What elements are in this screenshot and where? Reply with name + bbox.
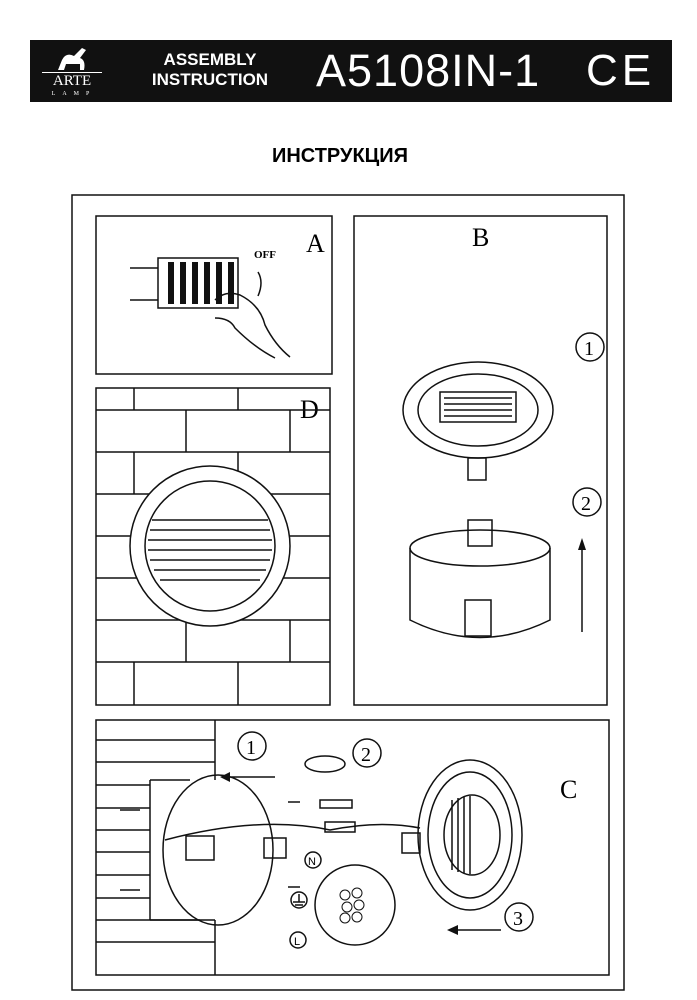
outer-frame	[71, 194, 625, 991]
rotate-icon	[304, 755, 346, 773]
step-1-badge: 1	[584, 338, 594, 360]
live-label: L	[294, 936, 300, 948]
assembly-line1: ASSEMBLY	[163, 50, 257, 69]
arrow-down-icon	[257, 271, 262, 297]
neutral-label: N	[308, 856, 316, 868]
terminal-cover	[319, 799, 353, 809]
step-2-badge: 2	[361, 744, 371, 766]
wall-plug-icon	[120, 809, 140, 891]
arte-lamp-logo: ARTE LAMP	[42, 44, 102, 98]
off-label: OFF	[254, 249, 276, 261]
mounting-box-drawing	[409, 519, 551, 639]
ground-icon	[290, 891, 308, 909]
panel-a: A OFF	[95, 215, 333, 375]
logo-sub: LAMP	[51, 91, 97, 97]
step-1-badge: 1	[246, 737, 256, 759]
page-title: ИНСТРУКЦИЯ	[271, 145, 409, 167]
hand-icon	[214, 292, 291, 359]
cable	[164, 823, 421, 841]
step-3-badge: 3	[513, 908, 523, 930]
terminal-block	[324, 821, 356, 833]
logo-brand: ARTE	[42, 72, 102, 90]
panel-b-label: B	[472, 223, 489, 252]
panel-a-label: A	[306, 229, 325, 258]
breaker-panel-icon	[130, 257, 262, 309]
lamp-face-drawing	[402, 361, 554, 481]
assembly-instruction-label: ASSEMBLY INSTRUCTION	[135, 50, 285, 90]
panel-b: B 1 2	[353, 215, 608, 706]
griffin-icon	[58, 48, 86, 70]
screw-icon	[288, 801, 300, 888]
assembly-line2: INSTRUCTION	[151, 70, 269, 89]
wiring-detail	[314, 864, 396, 946]
header-bar: ARTE LAMP ASSEMBLY INSTRUCTION A5108IN-1…	[30, 40, 672, 102]
model-number: A5108IN-1	[316, 45, 541, 96]
brick-wall	[96, 720, 216, 975]
panel-d: D	[95, 387, 331, 706]
lamp-grille	[148, 519, 272, 581]
ce-mark: CE	[586, 46, 656, 95]
panel-c: C 1 2 N L 3	[95, 719, 610, 976]
panel-c-label: C	[560, 775, 577, 804]
step-2-badge: 2	[581, 493, 591, 515]
